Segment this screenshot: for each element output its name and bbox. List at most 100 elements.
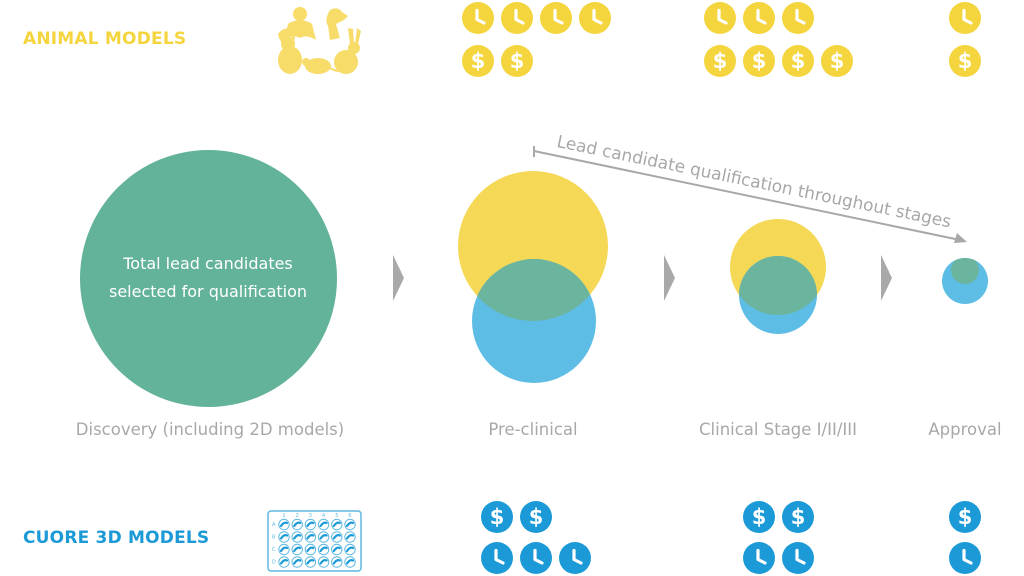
well — [317, 543, 330, 556]
well — [331, 518, 343, 531]
preclinical-overlap — [472, 259, 596, 321]
well — [344, 543, 356, 556]
well-tissue — [319, 546, 328, 553]
stage-label-preclinical: Pre-clinical — [488, 420, 578, 439]
clock-icon — [579, 2, 611, 34]
well — [304, 531, 317, 543]
well — [331, 531, 343, 543]
clock-icon — [704, 2, 736, 34]
dollar-glyph: $ — [712, 48, 728, 73]
well-plate-column-label: 5 — [335, 513, 338, 519]
dollar-coin-icon: $ — [782, 45, 814, 77]
well — [344, 556, 356, 568]
stage-label-discovery: Discovery (including 2D models) — [75, 420, 345, 439]
clock-icon — [481, 542, 513, 574]
stage-label-clinical: Clinical Stage I/II/III — [699, 420, 857, 439]
clock-icon — [743, 2, 775, 34]
chevron-arrow-3 — [881, 255, 892, 301]
well-tissue — [293, 559, 302, 565]
well-tissue — [293, 546, 302, 553]
dollar-coin-icon: $ — [520, 501, 552, 533]
animal-preclinical-icons: $$ — [462, 2, 611, 77]
well — [278, 531, 290, 543]
well-plate-column-label: 6 — [348, 513, 351, 519]
well-tissue — [319, 521, 328, 528]
dollar-glyph: $ — [528, 504, 544, 529]
clock-icon — [501, 2, 533, 34]
well — [317, 531, 330, 543]
approval-overlap — [951, 258, 979, 284]
dollar-coin-icon: $ — [949, 501, 981, 533]
well-plate-column-label: 1 — [282, 513, 285, 519]
cuore-approval-icons: $ — [949, 501, 981, 574]
animal-approval-icons: $ — [949, 2, 981, 77]
well — [317, 556, 330, 568]
well-plate-row-label: D — [272, 560, 276, 566]
dollar-coin-icon: $ — [704, 45, 736, 77]
well — [291, 543, 303, 556]
well-plate-row-label: C — [272, 547, 276, 553]
well-tissue — [293, 521, 302, 528]
well — [344, 518, 356, 531]
clock-icon — [949, 2, 981, 34]
dollar-coin-icon: $ — [501, 45, 533, 77]
well-tissue — [279, 559, 289, 565]
dollar-glyph: $ — [489, 504, 505, 529]
dollar-coin-icon: $ — [481, 501, 513, 533]
cuore-clinical-icons: $$ — [743, 501, 814, 574]
qualification-arrowhead — [954, 233, 967, 243]
well-plate-row-label: B — [272, 535, 276, 541]
well-tissue — [319, 534, 328, 540]
well — [331, 556, 343, 568]
well — [304, 518, 317, 531]
well-plate-row-label: A — [272, 522, 276, 528]
well — [304, 543, 317, 556]
well-plate-column-label: 2 — [296, 513, 299, 519]
well — [291, 556, 303, 568]
chevron-arrow-1 — [393, 255, 404, 301]
animal-clinical-icons: $ $ $ $ — [704, 2, 853, 77]
well — [291, 518, 303, 531]
dollar-glyph: $ — [957, 48, 973, 73]
dollar-glyph: $ — [957, 504, 973, 529]
well-tissue — [345, 521, 355, 528]
dollar-coin-icon: $ — [782, 501, 814, 533]
well-tissue — [332, 559, 341, 565]
well-tissue — [279, 546, 289, 553]
well-tissue — [345, 534, 355, 540]
well-tissue — [319, 559, 328, 565]
well — [344, 531, 356, 543]
clock-icon — [782, 2, 814, 34]
well — [317, 518, 330, 531]
well-tissue — [306, 559, 315, 565]
dollar-glyph: $ — [829, 48, 845, 73]
dollar-coin-icon: $ — [462, 45, 494, 77]
well-tissue — [279, 534, 289, 540]
well-tissue — [293, 534, 302, 540]
well — [278, 556, 290, 568]
well-tissue — [345, 546, 355, 553]
chevron-arrow-2 — [664, 255, 675, 301]
well-tissue — [306, 534, 315, 540]
clock-icon — [782, 542, 814, 574]
well-tissue — [345, 559, 355, 565]
well-tissue — [306, 546, 315, 553]
well — [331, 543, 343, 556]
well-plate-column-label: 4 — [322, 513, 325, 519]
dollar-glyph: $ — [751, 48, 767, 73]
animal-models-label: ANIMAL MODELS — [23, 29, 187, 49]
dollar-coin-icon: $ — [743, 45, 775, 77]
dollar-glyph: $ — [509, 48, 525, 73]
cuore-preclinical-icons: $$ — [481, 501, 591, 574]
well-plate-column-label: 3 — [309, 513, 312, 519]
dollar-glyph: $ — [470, 48, 486, 73]
cuore-3d-models-label: CUORE 3D MODELS — [23, 528, 210, 548]
clock-icon — [520, 542, 552, 574]
stage-label-approval: Approval — [928, 420, 1002, 439]
qualification-arrow-line — [533, 150, 961, 241]
well — [291, 531, 303, 543]
clock-icon — [462, 2, 494, 34]
well-tissue — [306, 521, 315, 528]
well-tissue — [332, 546, 341, 553]
